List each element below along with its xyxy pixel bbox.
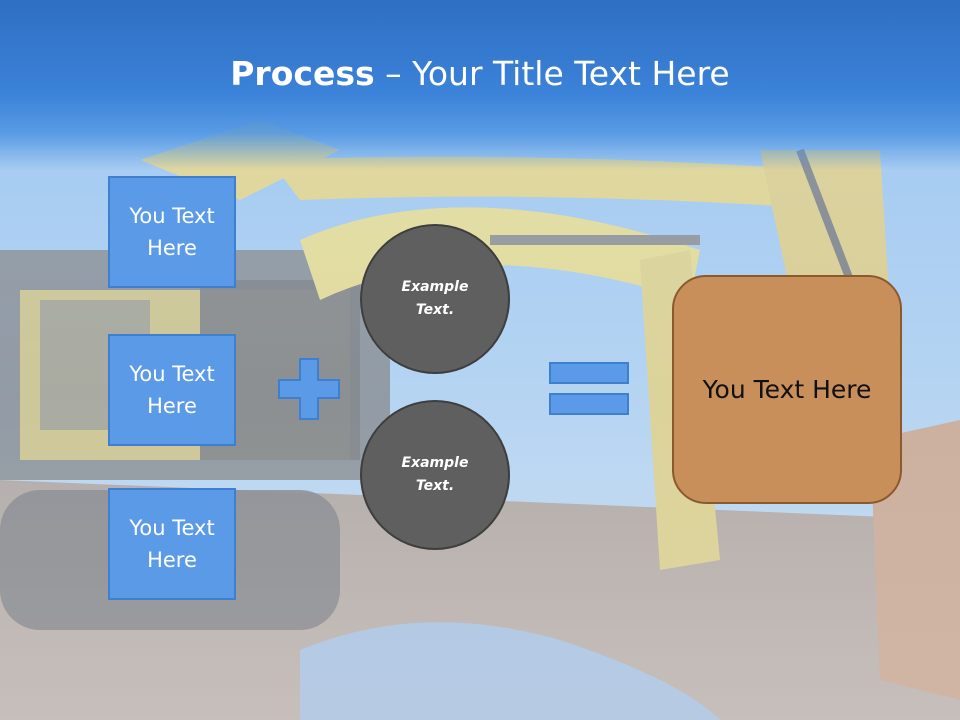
equals-icon	[549, 362, 629, 415]
example-circle-1: Example Text.	[360, 224, 510, 374]
input-box-3-text: You Text Here	[129, 516, 215, 572]
input-box-2: You Text Here	[108, 334, 236, 446]
title-dash: –	[374, 54, 413, 93]
input-box-3: You Text Here	[108, 488, 236, 600]
example-circle-1-text: Example Text.	[401, 279, 469, 318]
title-bold-word: Process	[230, 54, 375, 93]
title-bar	[0, 0, 960, 170]
input-box-1: You Text Here	[108, 176, 236, 288]
input-box-1-text: You Text Here	[129, 204, 215, 260]
slide-title: Process – Your Title Text Here	[0, 52, 960, 96]
example-circle-2-text: Example Text.	[401, 455, 469, 494]
result-box-text: You Text Here	[702, 375, 872, 404]
plus-icon	[278, 358, 340, 420]
result-box: You Text Here	[672, 275, 902, 504]
example-circle-2: Example Text.	[360, 400, 510, 550]
title-rest: Your Title Text Here	[412, 54, 730, 93]
input-box-2-text: You Text Here	[129, 362, 215, 418]
